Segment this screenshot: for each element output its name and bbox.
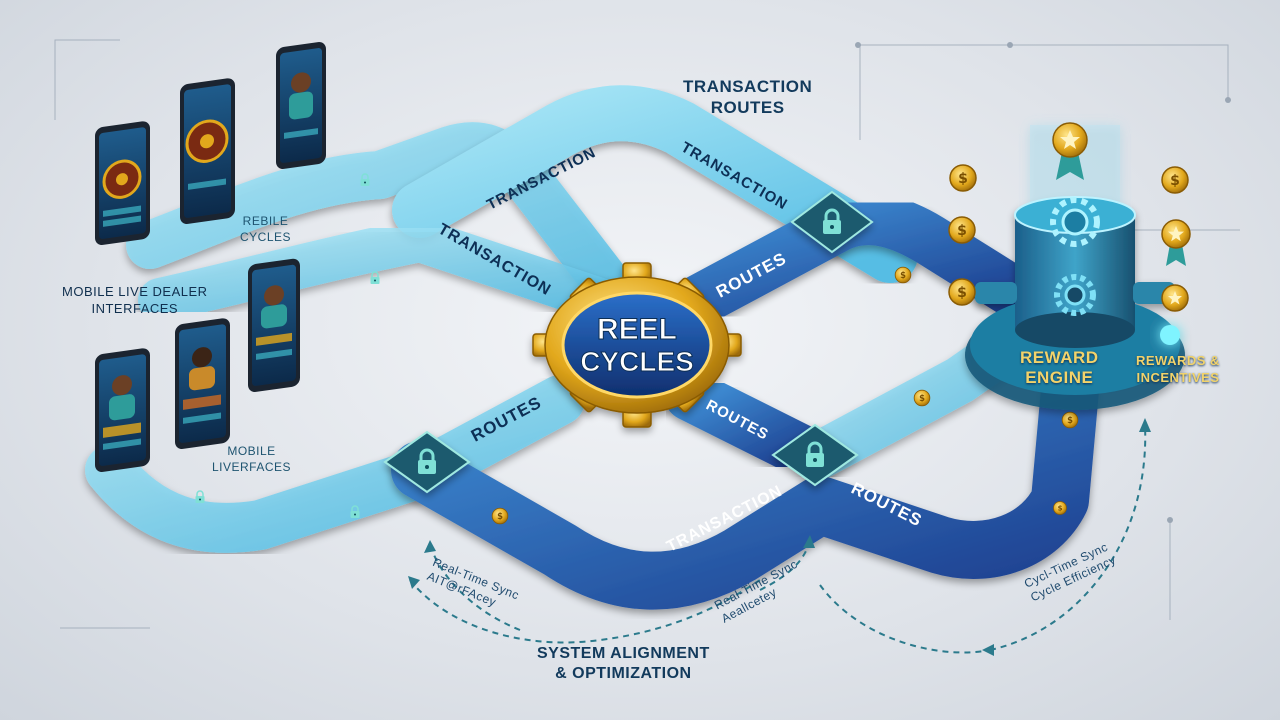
reward-engine (965, 125, 1185, 410)
rebile-cycles-label: REBILE CYCLES (240, 213, 291, 245)
lock-icon (369, 271, 381, 285)
rebile-cycles-line2: CYCLES (240, 230, 292, 244)
mobile-live-dealer-line2: INTERFACES (91, 301, 179, 316)
lock-node-bottom (771, 423, 859, 487)
smartphone-icon (95, 348, 150, 472)
transaction-routes-title-line1: TRANSACTION (683, 77, 813, 96)
rewards-incentives-line2: INCENTIVES (1136, 370, 1220, 385)
system-alignment-line1: SYSTEM ALIGNMENT (537, 645, 710, 662)
star-medal-icon (1161, 219, 1191, 266)
dollar-coin-icon (949, 164, 977, 192)
star-medal-icon (1052, 122, 1088, 180)
rewards-incentives-line1: REWARDS & (1136, 353, 1220, 368)
reward-items (948, 122, 1191, 312)
reel-cycles-hub: REEL CYCLES (532, 262, 742, 428)
arrowheads (408, 418, 1151, 656)
road-left-lower (85, 375, 585, 553)
transaction-routes-title-line2: ROUTES (710, 98, 785, 117)
smartphone-icon (180, 78, 235, 224)
smartphone-icon (276, 42, 326, 169)
mobile-liverfaces-line1: MOBILE (227, 444, 276, 458)
reward-engine-line2: ENGINE (1025, 368, 1094, 387)
dollar-coin-icon (1161, 166, 1189, 194)
hub-title-line1: REEL (597, 313, 677, 346)
phones (95, 42, 326, 472)
smartphone-icon (248, 258, 300, 392)
system-alignment-label: SYSTEM ALIGNMENT & OPTIMIZATION (537, 644, 710, 684)
connector-dots (855, 42, 1231, 523)
mobile-live-dealer-label: MOBILE LIVE DEALER INTERFACES (62, 283, 208, 317)
reward-engine-label: REWARD ENGINE (1020, 348, 1099, 388)
gear-icon (1054, 274, 1096, 316)
system-alignment-line2: & OPTIMIZATION (555, 665, 692, 682)
road-top-arc (392, 85, 918, 283)
hub-title-line2: CYCLES (580, 346, 694, 377)
lock-icon (194, 490, 206, 504)
lock-node-top (790, 190, 874, 254)
dollar-coin-icon (948, 216, 976, 244)
transaction-routes-title: TRANSACTION ROUTES (683, 76, 812, 118)
dollar-coin-icon (894, 266, 912, 284)
rewards-incentives-label: REWARDS & INCENTIVES (1136, 352, 1220, 386)
gear-icon (1050, 197, 1100, 247)
dollar-coin-icon (948, 278, 976, 306)
mobile-liverfaces-line2: LIVERFACES (212, 460, 292, 474)
reward-engine-line1: REWARD (1020, 348, 1099, 367)
decorative-lines (54, 39, 1240, 629)
star-medal-icon (1161, 284, 1189, 312)
smartphone-icon (175, 318, 230, 449)
dollar-coin-icon (913, 389, 931, 407)
dollar-coin-icon (1053, 501, 1067, 515)
gear-icon (532, 262, 742, 428)
mobile-live-dealer-line1: MOBILE LIVE DEALER (62, 284, 208, 299)
lock-node-left (383, 430, 471, 494)
road-bottom-arc (391, 361, 1099, 610)
mobile-liverfaces-label: MOBILE LIVERFACES (212, 443, 291, 475)
dollar-coin-icon (491, 507, 509, 525)
dollar-coin-icon (1061, 411, 1079, 429)
smartphone-icon (95, 121, 150, 245)
rebile-cycles-line1: REBILE (242, 214, 289, 228)
